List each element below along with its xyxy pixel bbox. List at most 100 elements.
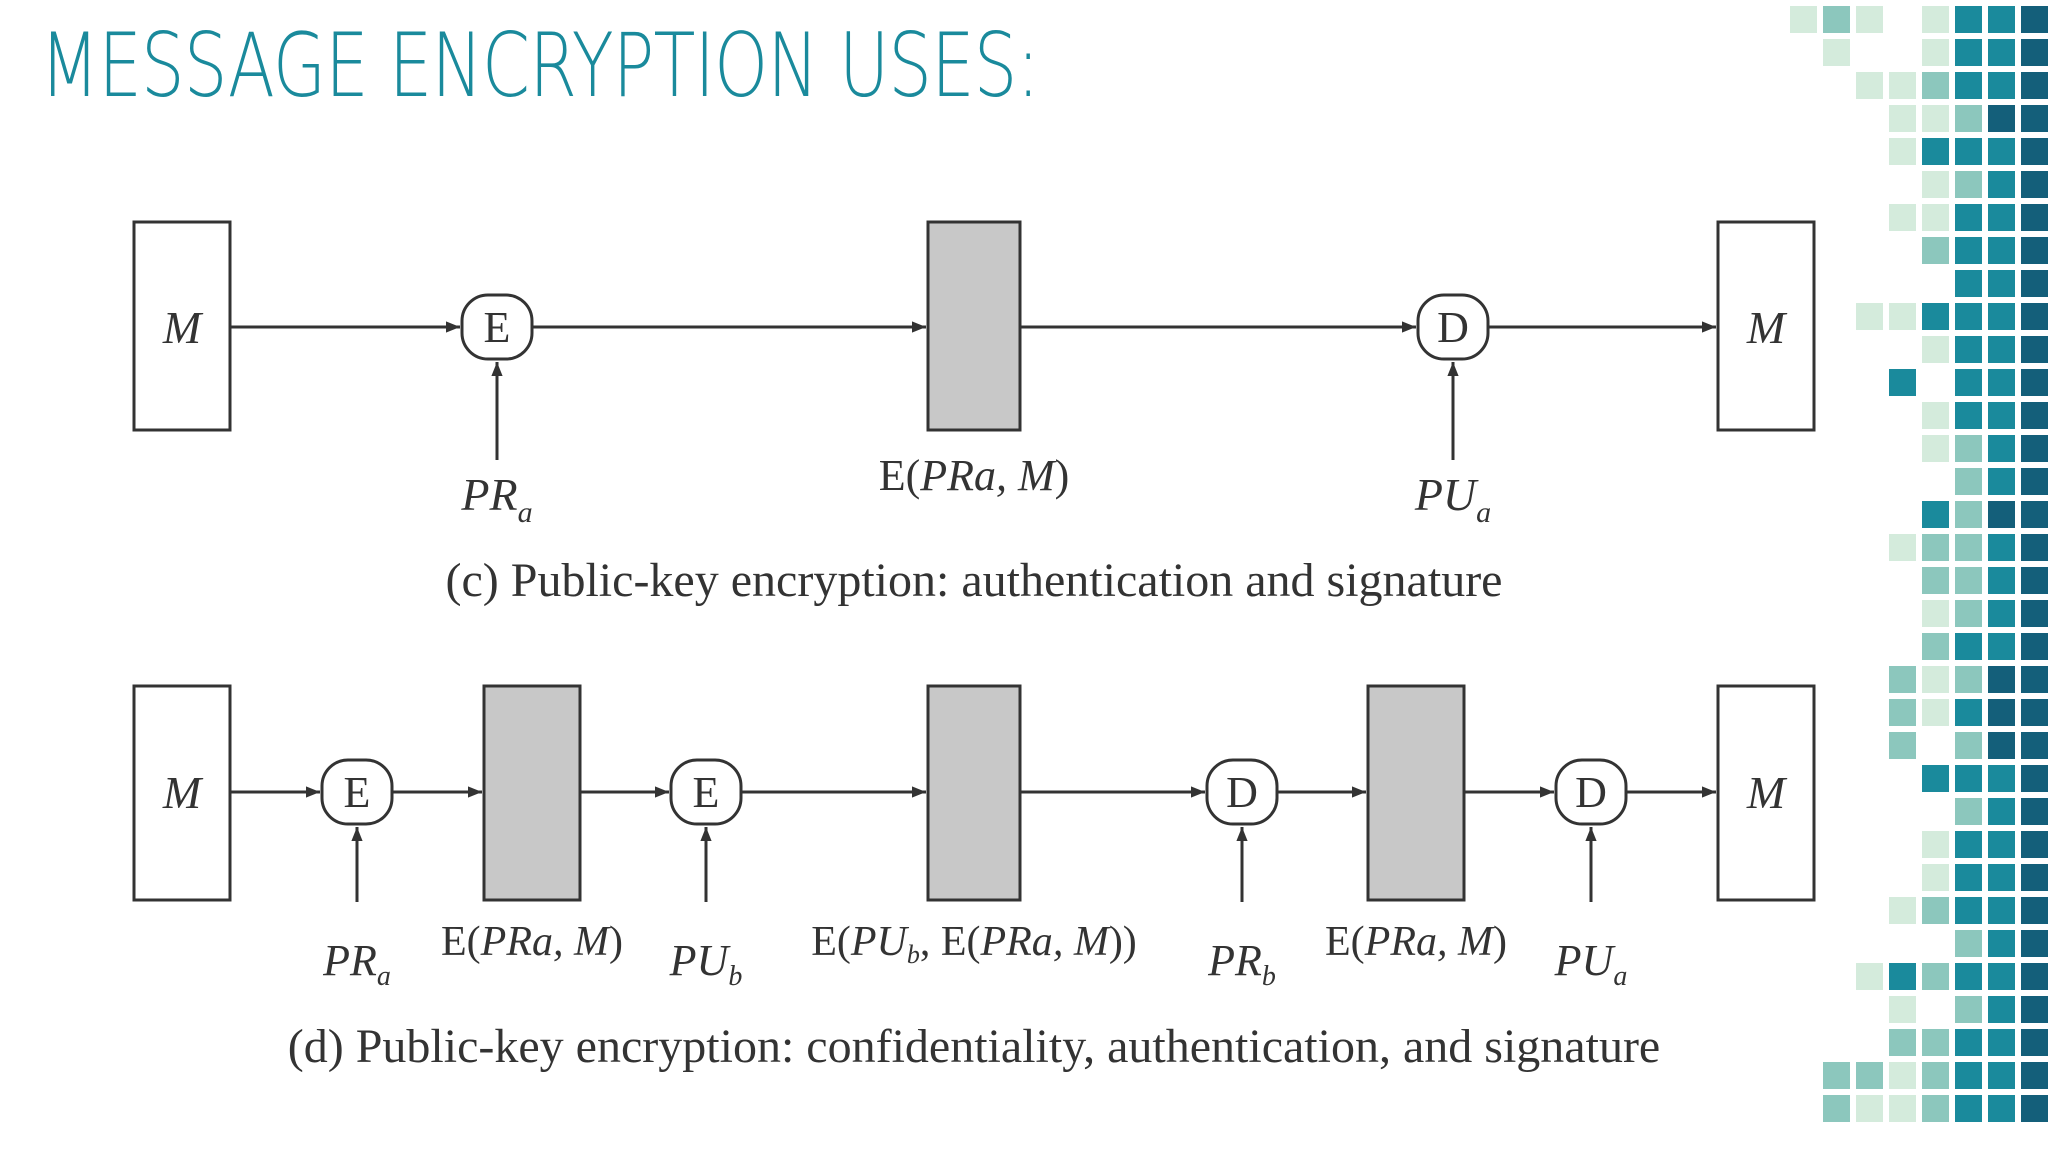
ciphertext-box-d2: [926, 684, 1022, 902]
mosaic-tile: [1790, 6, 1817, 33]
diagram-c: [132, 220, 1816, 460]
mosaic-tile: [1889, 369, 1916, 396]
mosaic-tile: [1922, 633, 1949, 660]
mosaic-tile: [1988, 501, 2015, 528]
mosaic-tile: [1988, 831, 2015, 858]
mosaic-tile: [1955, 1062, 1982, 1089]
encrypt-label-d1: E: [344, 768, 371, 817]
dest-message-box: [1716, 220, 1816, 432]
mosaic-tile: [1988, 435, 2015, 462]
mosaic-tile: [2021, 336, 2048, 363]
mosaic-tile: [1889, 534, 1916, 561]
mosaic-tile: [1955, 171, 1982, 198]
mosaic-tile: [2021, 666, 2048, 693]
mosaic-tile: [2021, 138, 2048, 165]
mosaic-tile: [2021, 798, 2048, 825]
mosaic-tile: [1988, 468, 2015, 495]
mosaic-tile: [1988, 930, 2015, 957]
mosaic-tile: [1889, 666, 1916, 693]
mosaic-tile: [2021, 171, 2048, 198]
mosaic-tile: [1988, 864, 2015, 891]
mosaic-tile: [1889, 204, 1916, 231]
mosaic-tile: [1922, 765, 1949, 792]
mosaic-tile: [2021, 369, 2048, 396]
mosaic-tile: [1955, 600, 1982, 627]
mosaic-tile: [1955, 534, 1982, 561]
decrypt-label: D: [1437, 303, 1469, 352]
mosaic-tile: [1988, 270, 2015, 297]
mosaic-tile: [2021, 864, 2048, 891]
mosaic-tile: [1922, 1029, 1949, 1056]
mosaic-tile: [1823, 39, 1850, 66]
mosaic-tile: [1988, 303, 2015, 330]
mosaic-tile: [2021, 831, 2048, 858]
mosaic-tile: [1988, 138, 2015, 165]
mosaic-tile: [2021, 1029, 2048, 1056]
key-label-c2: PUa: [1414, 469, 1491, 529]
source-label-d: M: [162, 767, 204, 818]
mosaic-tile: [2021, 303, 2048, 330]
mosaic-tile: [1955, 204, 1982, 231]
mosaic-tile: [2021, 237, 2048, 264]
mosaic-tile: [1922, 39, 1949, 66]
mosaic-tile: [2021, 633, 2048, 660]
mosaic-tile: [1889, 138, 1916, 165]
ciphertext-label-d3: E(PRa, M): [1325, 919, 1507, 965]
mosaic-tile: [1922, 534, 1949, 561]
key-label-d3: PRb: [1207, 936, 1276, 992]
ciphertext-label-d1: E(PRa, M): [441, 919, 623, 965]
source-message-box: [132, 220, 232, 432]
mosaic-tile: [1955, 567, 1982, 594]
ciphertext-label-c: E(PRa, M): [879, 451, 1070, 500]
key-label-d1: PRa: [322, 936, 391, 992]
mosaic-tile: [1922, 1062, 1949, 1089]
mosaic-tile: [2021, 930, 2048, 957]
mosaic-tile: [1955, 897, 1982, 924]
mosaic-tile: [1988, 1095, 2015, 1122]
mosaic-tile: [1955, 468, 1982, 495]
mosaic-tile: [2021, 897, 2048, 924]
mosaic-tile: [1988, 996, 2015, 1023]
key-label-d4: PUa: [1554, 936, 1628, 992]
mosaic-tile: [1889, 105, 1916, 132]
mosaic-tile: [1922, 699, 1949, 726]
mosaic-tile: [2021, 963, 2048, 990]
ciphertext-box-d3: [1366, 684, 1466, 902]
mosaic-tile: [1988, 600, 2015, 627]
mosaic-tile: [1988, 765, 2015, 792]
source-label: M: [162, 302, 204, 353]
encrypt-label: E: [484, 303, 511, 352]
mosaic-tile: [2021, 996, 2048, 1023]
mosaic-tile: [1823, 6, 1850, 33]
mosaic-tile: [1988, 567, 2015, 594]
mosaic-tile: [1922, 831, 1949, 858]
mosaic-tile: [1955, 1095, 1982, 1122]
mosaic-tile: [1955, 105, 1982, 132]
mosaic-tile: [1955, 6, 1982, 33]
key-label-d2: PUb: [669, 936, 743, 992]
mosaic-tile: [2021, 501, 2048, 528]
mosaic-tile: [1955, 369, 1982, 396]
mosaic-tile: [1889, 72, 1916, 99]
mosaic-tile: [1889, 996, 1916, 1023]
mosaic-tile: [1955, 402, 1982, 429]
mosaic-tile: [1922, 864, 1949, 891]
mosaic-tile: [2021, 765, 2048, 792]
mosaic-tile: [1988, 732, 2015, 759]
ciphertext-box: [926, 220, 1022, 432]
mosaic-tile: [1955, 963, 1982, 990]
mosaic-tile: [1955, 732, 1982, 759]
mosaic-tile: [2021, 402, 2048, 429]
caption-d: (d) Public-key encryption: confidentiali…: [288, 1020, 1660, 1073]
source-message-box-d: [132, 684, 232, 902]
mosaic-tile: [1856, 72, 1883, 99]
mosaic-tile: [1955, 336, 1982, 363]
mosaic-tile: [2021, 732, 2048, 759]
mosaic-tile: [2021, 600, 2048, 627]
mosaic-tile: [1922, 105, 1949, 132]
mosaic-tile: [2021, 72, 2048, 99]
mosaic-tile: [1988, 1062, 2015, 1089]
mosaic-tile: [1988, 72, 2015, 99]
